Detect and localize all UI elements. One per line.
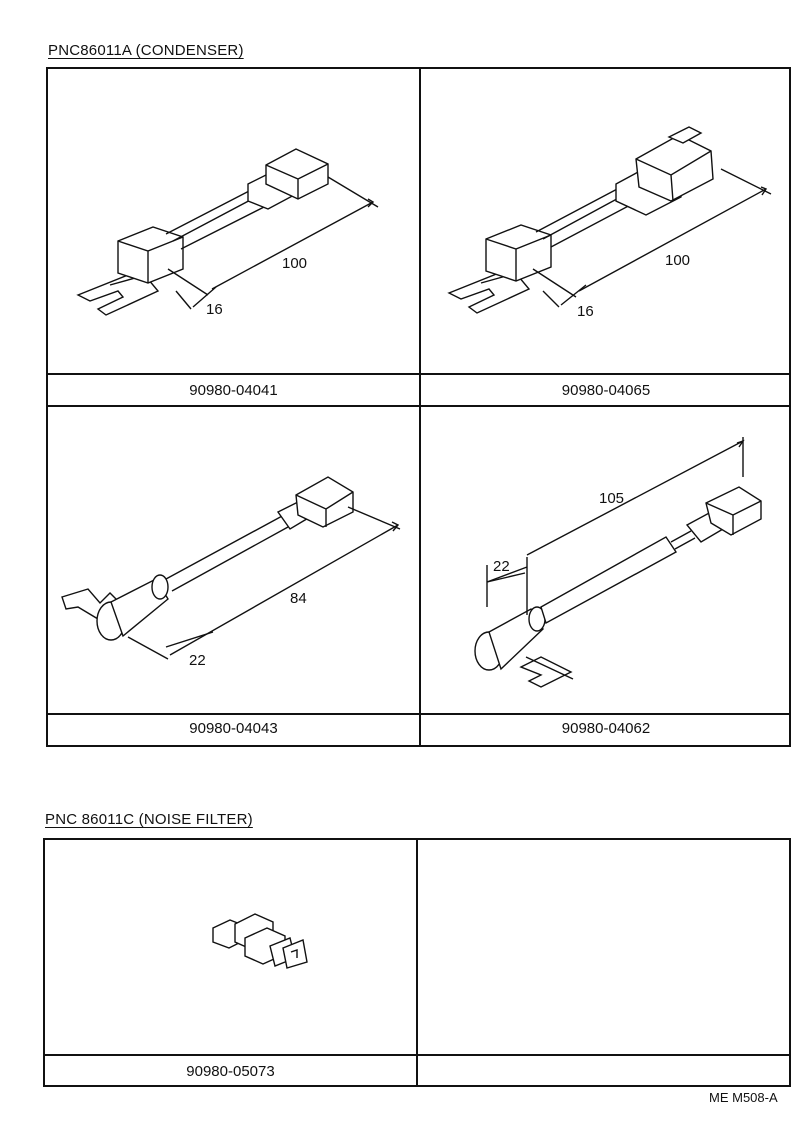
dimension-label: 22 xyxy=(493,558,510,575)
row-divider xyxy=(43,1054,791,1056)
condenser-bracket-connector-illustration: 100 16 xyxy=(76,148,379,318)
row-divider xyxy=(46,373,791,375)
dimension-label: 100 xyxy=(282,255,307,272)
column-divider xyxy=(416,838,418,1087)
part-number: 90980-04062 xyxy=(561,720,651,737)
dimension-label: 100 xyxy=(665,252,690,269)
part-number: 90980-05073 xyxy=(186,1063,275,1080)
noise-filter-connector-illustration xyxy=(212,913,308,969)
dimension-label: 16 xyxy=(206,301,223,318)
section-title-condenser: PNC86011A (CONDENSER) xyxy=(48,42,244,59)
condenser-bracket-sealed-connector-illustration: 100 16 xyxy=(447,126,772,320)
dimension-label: 105 xyxy=(599,490,624,507)
section-title-noise-filter: PNC 86011C (NOISE FILTER) xyxy=(45,811,253,828)
part-cell-05073 xyxy=(45,840,416,1054)
part-number: 90980-04043 xyxy=(189,720,278,737)
part-number: 90980-04041 xyxy=(189,382,278,399)
condenser-parts-table-right xyxy=(419,67,791,747)
row-divider xyxy=(46,713,791,715)
row-divider xyxy=(46,405,791,407)
dimension-label: 84 xyxy=(290,590,307,607)
part-cell-04062: 105 22 xyxy=(421,407,791,713)
part-number: 90980-04065 xyxy=(561,382,651,399)
dimension-label: 22 xyxy=(189,652,206,669)
part-cell-04041: 100 16 xyxy=(48,69,419,373)
part-cell-04065: 100 16 xyxy=(421,69,791,373)
dimension-label: 16 xyxy=(577,303,594,320)
drawing-code: ME M508-A xyxy=(709,1090,778,1105)
part-cell-04043: 84 22 xyxy=(48,407,419,713)
condenser-cylinder-long-connector-illustration: 105 22 xyxy=(474,437,762,688)
condenser-cylinder-connector-illustration: 84 22 xyxy=(61,476,401,669)
condenser-parts-table xyxy=(46,67,420,747)
